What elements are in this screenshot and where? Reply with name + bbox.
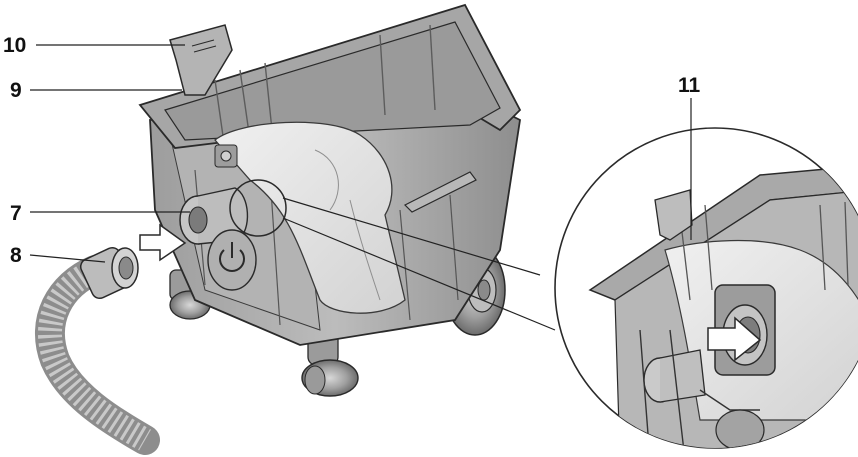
callout-8: 8 [10,244,106,267]
callout-11: 11 [678,74,701,240]
callout-9: 9 [10,79,182,102]
cable-hook [169,24,233,96]
callout-7: 7 [10,202,190,225]
insert-arrow-icon [139,223,187,262]
filter-bag [214,121,406,314]
callout-10: 10 [3,34,185,57]
dust-container [138,3,522,397]
detail-view [282,127,858,449]
suction-inlet [179,144,249,245]
insert-arrow-detail-icon [707,316,762,362]
power-switch-icon [207,229,257,291]
callout-label-10: 10 [3,34,26,57]
callout-label-9: 9 [10,79,22,102]
detail-marker [229,179,287,237]
callout-label-11: 11 [678,74,701,97]
callout-label-8: 8 [10,244,22,267]
callout-label-7: 7 [10,202,22,225]
suction-hose [35,246,160,455]
